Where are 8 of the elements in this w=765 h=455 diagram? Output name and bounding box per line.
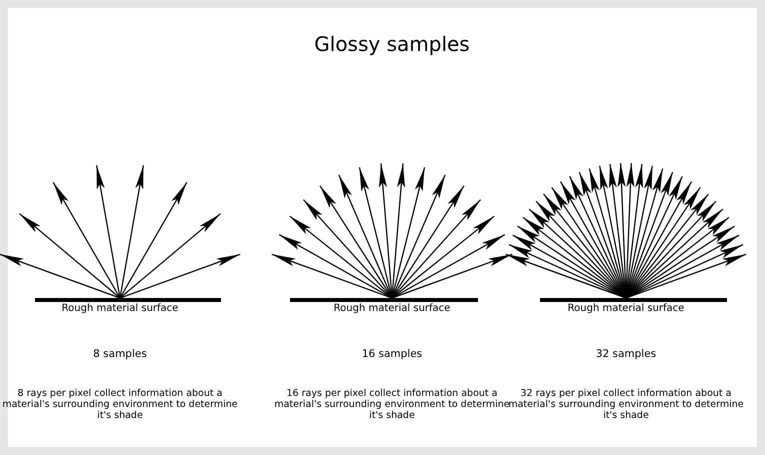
surface-label: Rough material surface (60, 303, 180, 314)
surface-label: Rough material surface (332, 303, 452, 314)
description-text: 8 rays per pixel collect information about a material's surrounding environment to determine it's shade (1, 388, 239, 421)
diagram-title: Glossy samples (313, 32, 471, 56)
sample-count-label: 32 samples (594, 348, 658, 360)
sample-count-label: 8 samples (92, 348, 148, 360)
sample-count-label: 16 samples (360, 348, 424, 360)
surface-label: Rough material surface (566, 303, 686, 314)
